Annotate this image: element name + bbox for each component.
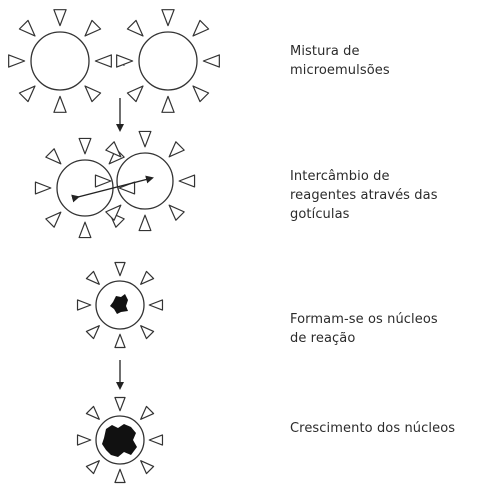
surfactant-head xyxy=(84,85,102,103)
surfactant-head xyxy=(85,270,100,285)
surfactant-head xyxy=(140,270,155,285)
surfactant-head xyxy=(138,130,152,148)
surfactant-head xyxy=(148,434,164,446)
exchange-arrow xyxy=(71,175,154,203)
surfactant-head xyxy=(126,85,144,103)
surfactant-head xyxy=(84,19,102,37)
surfactant-head xyxy=(168,141,185,158)
micelle-core xyxy=(56,159,114,217)
surfactant-head xyxy=(45,148,62,165)
surfactant-head xyxy=(18,19,36,37)
surfactant-head xyxy=(108,148,125,165)
surfactant-head xyxy=(114,396,126,412)
micelle-core xyxy=(138,31,198,91)
surfactant-head xyxy=(53,9,67,27)
micelle xyxy=(8,9,112,113)
micelle xyxy=(76,396,164,484)
surfactant-head xyxy=(178,174,196,188)
surfactant-head xyxy=(126,19,144,37)
micelle-core xyxy=(116,152,174,210)
surfactant-head xyxy=(148,299,164,311)
step-4-label: Crescimento dos núcleos xyxy=(290,421,456,436)
step-2-label: Intercâmbio de reagentes através das got… xyxy=(290,169,438,222)
surfactant-head xyxy=(192,19,210,37)
surfactant-head xyxy=(140,405,155,420)
surfactant-head xyxy=(161,95,175,113)
surfactant-head xyxy=(8,54,26,68)
step-3-label: Formam-se os núcleos de reação xyxy=(290,312,438,346)
surfactant-head xyxy=(105,204,122,221)
grown-nucleus xyxy=(102,424,137,457)
surfactant-head xyxy=(85,325,100,340)
surfactant-head xyxy=(114,261,126,277)
surfactant-head xyxy=(45,211,62,228)
surfactant-head xyxy=(53,95,67,113)
surfactant-head xyxy=(161,9,175,27)
surfactant-head xyxy=(202,54,220,68)
surfactant-head xyxy=(18,85,36,103)
surfactant-head xyxy=(78,137,92,155)
surfactant-head xyxy=(94,174,112,188)
micelle-core xyxy=(95,415,145,465)
reaction-nucleus xyxy=(110,294,128,314)
surfactant-head xyxy=(94,54,112,68)
surfactant-head xyxy=(76,299,92,311)
surfactant-head xyxy=(34,181,52,195)
micelle xyxy=(94,130,196,232)
surfactant-head xyxy=(114,468,126,484)
surfactant-head xyxy=(140,325,155,340)
micelle xyxy=(34,137,136,239)
surfactant-head xyxy=(105,141,122,158)
micelle-core xyxy=(30,31,90,91)
surfactant-head xyxy=(116,54,134,68)
surfactant-head xyxy=(85,405,100,420)
micelle xyxy=(76,261,164,349)
surfactant-head xyxy=(76,434,92,446)
surfactant-head xyxy=(85,460,100,475)
surfactant-head xyxy=(114,333,126,349)
surfactant-head xyxy=(78,221,92,239)
surfactant-head xyxy=(138,214,152,232)
step-1-label: Mistura de microemulsões xyxy=(290,44,390,78)
surfactant-head xyxy=(140,460,155,475)
micelle xyxy=(116,9,220,113)
micelle-core xyxy=(95,280,145,330)
surfactant-head xyxy=(192,85,210,103)
surfactant-head xyxy=(168,204,185,221)
